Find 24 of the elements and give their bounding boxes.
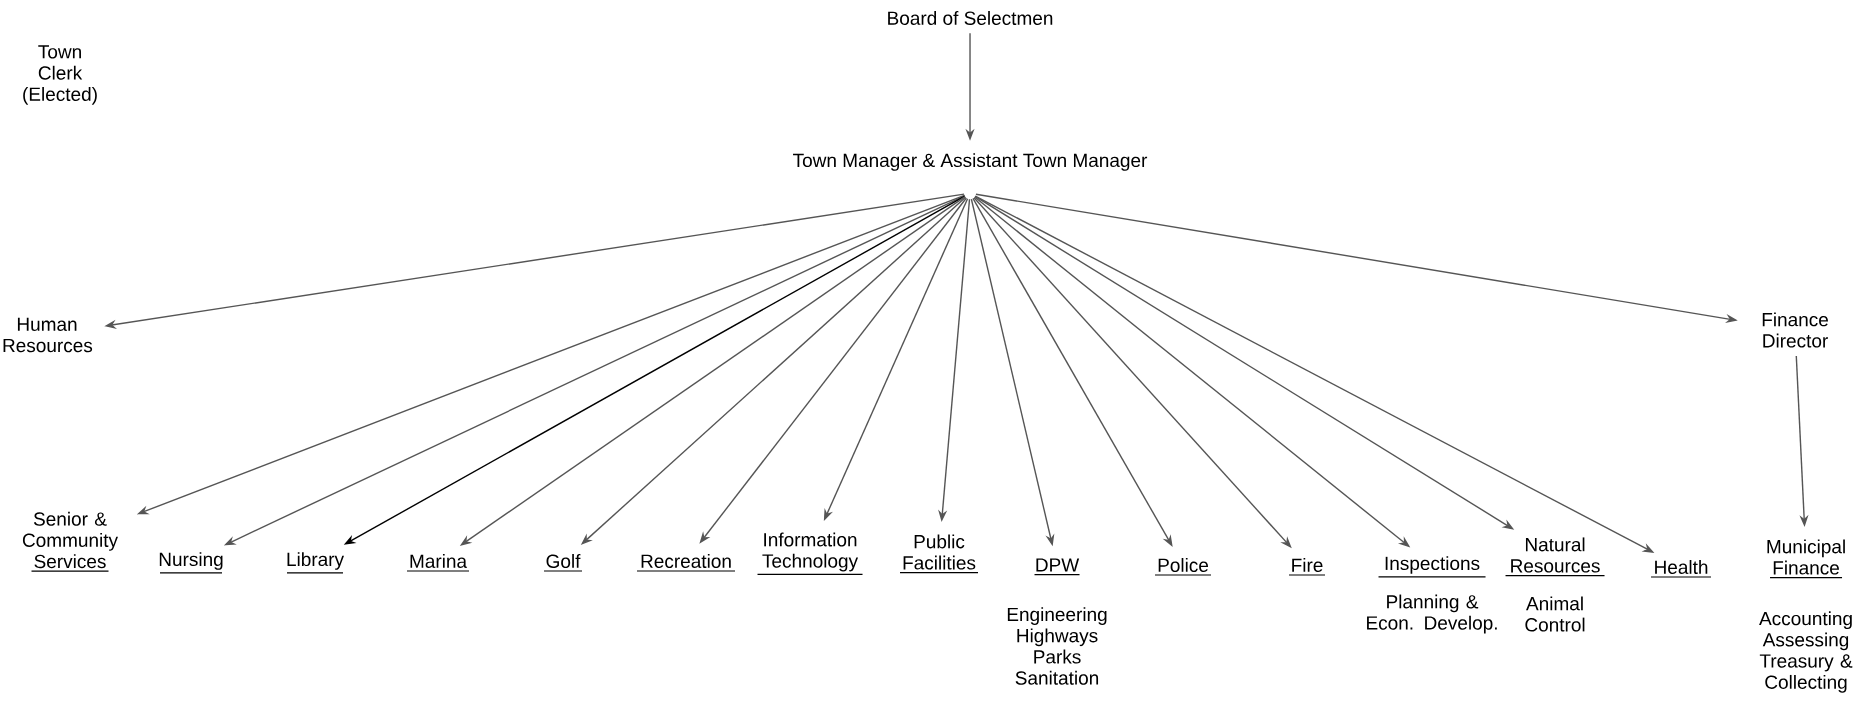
department-label: Information Technology xyxy=(756,532,864,576)
department-label: Marina xyxy=(406,554,470,572)
department-label: Natural Resources xyxy=(1504,537,1606,577)
department-label: DPW xyxy=(1033,558,1081,576)
department-label: Police xyxy=(1154,558,1212,576)
department-label: Nursing xyxy=(159,552,223,574)
title-label: Board of Selectmen xyxy=(888,11,1053,25)
unit-list: Engineering Highways Parks Sanitation xyxy=(1007,607,1107,685)
title-label: Human Resources xyxy=(3,317,93,353)
unit-list: Animal Control xyxy=(1525,596,1585,632)
unit-list: Planning & Econ. Develop. xyxy=(1367,594,1497,634)
department-label: Senior & Community Services xyxy=(22,511,118,572)
title-label: Finance Director xyxy=(1762,312,1828,348)
department-label: Inspections xyxy=(1377,556,1487,578)
title-label: Town Manager & Assistant Town Manager xyxy=(793,153,1148,171)
department-label: Municipal Finance xyxy=(1767,539,1845,579)
department-label: Recreation xyxy=(636,554,736,572)
department-label: Library xyxy=(286,552,344,574)
note-label: Town Clerk (Elected) xyxy=(23,45,97,105)
department-label: Public Facilities xyxy=(899,534,979,574)
department-label: Fire xyxy=(1288,558,1326,576)
department-label: Health xyxy=(1650,560,1712,578)
unit-list: Accounting Assessing Treasury & Collecting xyxy=(1759,611,1853,693)
department-label: Golf xyxy=(543,554,583,572)
